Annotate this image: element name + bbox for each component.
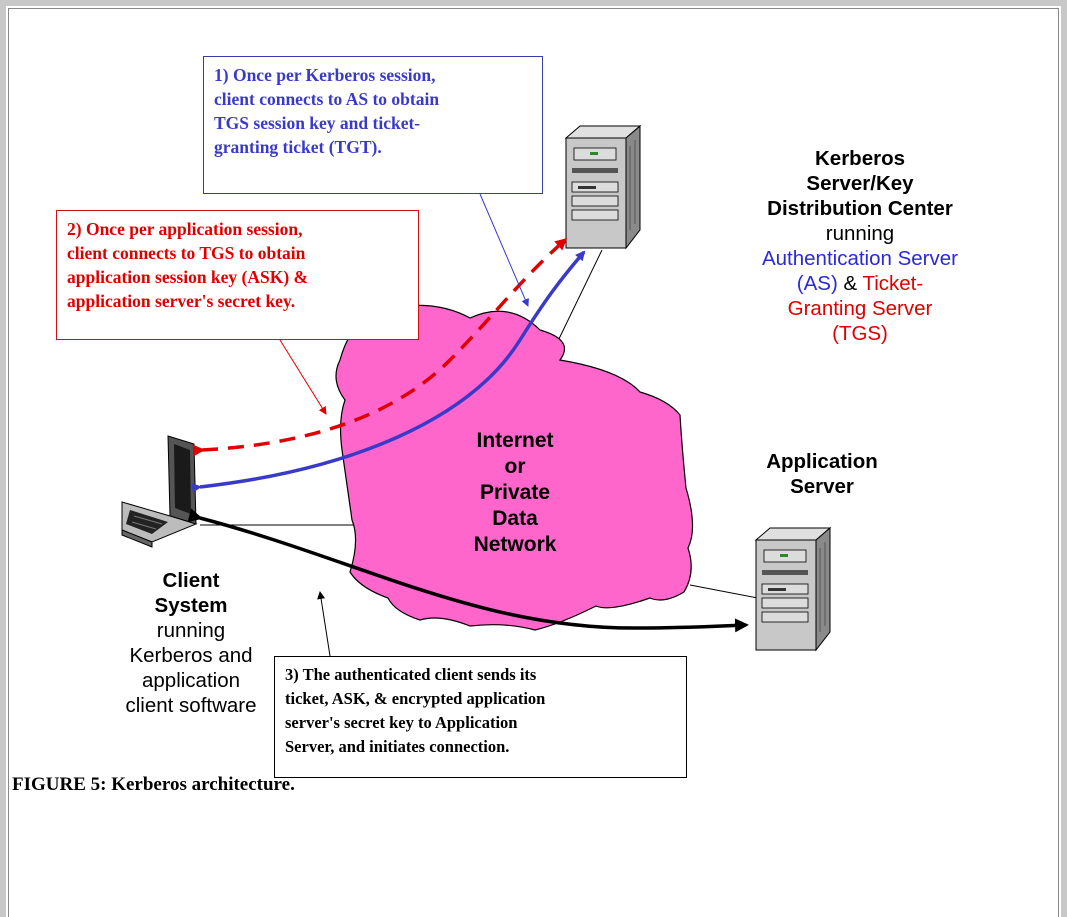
- kdc-ampersand: &: [837, 272, 863, 295]
- kdc-as-label: Authentication Server: [761, 247, 958, 270]
- network-label: Internet or Private Data Network: [440, 428, 590, 558]
- client-label: Client System running Kerberos and appli…: [96, 568, 286, 718]
- app-server-label-line: Application: [766, 450, 878, 473]
- network-label-line: Private: [479, 481, 551, 504]
- kdc-label-line: (AS) & Ticket-: [725, 271, 995, 296]
- kdc-label-line: Server/Key: [806, 172, 914, 195]
- kdc-as-abbrev: (AS): [796, 272, 838, 295]
- client-label-line: Kerberos and: [129, 644, 253, 667]
- network-label-line: Internet: [476, 429, 554, 452]
- client-label-line: client software: [125, 694, 257, 717]
- kdc-label-line: running: [825, 222, 895, 245]
- server-tower-icon: [754, 526, 832, 652]
- callout-tgs-request: 2) Once per application session, client …: [56, 210, 419, 340]
- network-label-line: Data: [492, 507, 538, 530]
- callout-app-connect: 3) The authenticated client sends its ti…: [274, 656, 687, 778]
- app-server-label: Application Server: [722, 449, 922, 499]
- kdc-label-line: Kerberos: [814, 147, 905, 170]
- figure-caption: FIGURE 5: Kerberos architecture.: [12, 774, 295, 795]
- kdc-tgs-label: Granting Server: [787, 297, 933, 320]
- server-tower-icon: [564, 124, 642, 250]
- client-label-line: Client: [162, 569, 220, 592]
- kdc-tgs-abbrev: (TGS): [832, 322, 888, 345]
- kdc-label: Kerberos Server/Key Distribution Center …: [725, 146, 995, 346]
- callout-1-pointer: [479, 193, 529, 307]
- network-label-line: Network: [473, 533, 557, 556]
- kdc-label-line: Distribution Center: [767, 197, 953, 220]
- kdc-tgs-label: Ticket-: [862, 272, 924, 295]
- network-label-line: or: [504, 455, 526, 478]
- callout-2-pointer: [279, 339, 327, 415]
- client-label-line: running: [156, 619, 226, 642]
- callout-as-request: 1) Once per Kerberos session, client con…: [203, 56, 543, 194]
- callout-3-pointer: [317, 591, 331, 657]
- laptop-icon: [121, 435, 198, 548]
- client-label-line: System: [154, 594, 228, 617]
- tgs-exchange-arrow: [192, 238, 568, 457]
- kdc-link-line: [555, 249, 603, 346]
- page-inner-edge: [8, 8, 1059, 917]
- client-label-line: application: [141, 669, 240, 692]
- app-server-label-line: Server: [790, 475, 854, 498]
- app-exchange-arrow: [187, 508, 749, 633]
